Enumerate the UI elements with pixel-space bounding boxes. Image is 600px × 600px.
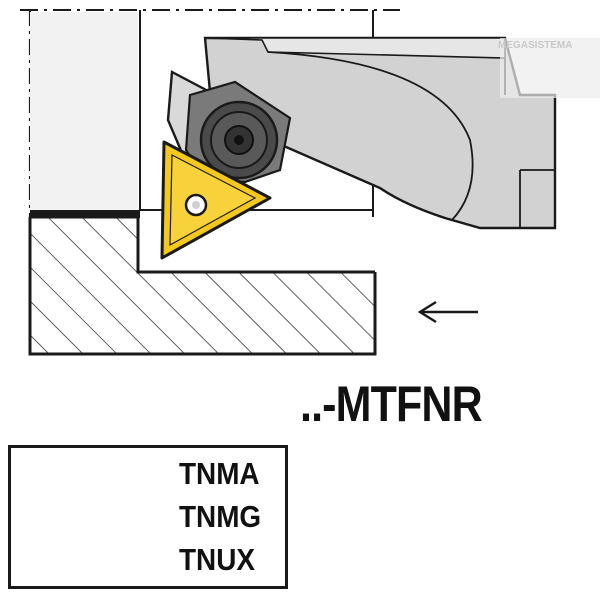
insert-type-tnmg: TNMG — [179, 499, 262, 534]
insert-top-face — [169, 154, 257, 247]
feed-arrow — [417, 300, 478, 324]
bore-face-shading — [30, 12, 138, 212]
insert-triangle — [160, 140, 272, 260]
insert-type-list: TNMA TNMG TNUX — [179, 452, 287, 581]
chip-face — [269, 139, 446, 219]
insert-type-tnux: TNUX — [179, 542, 255, 577]
bore-floor-band — [30, 210, 140, 218]
insert-hole-inner — [192, 201, 200, 209]
holder-end-block — [500, 38, 600, 98]
tool-model-code: ..-MTFNR — [300, 376, 483, 432]
clamp-unit — [184, 80, 292, 184]
insert-type-tnma: TNMA — [179, 456, 260, 491]
clamp-screw-socket — [234, 135, 244, 145]
holder-bevel — [267, 51, 474, 221]
workpiece — [20, 9, 400, 356]
feed-arrow-head — [417, 300, 437, 324]
watermark-logo: MEGASISTEMA — [498, 40, 573, 51]
insert-type-box: TNMA TNMG TNUX — [8, 445, 288, 589]
holder-upper-face — [204, 37, 506, 59]
